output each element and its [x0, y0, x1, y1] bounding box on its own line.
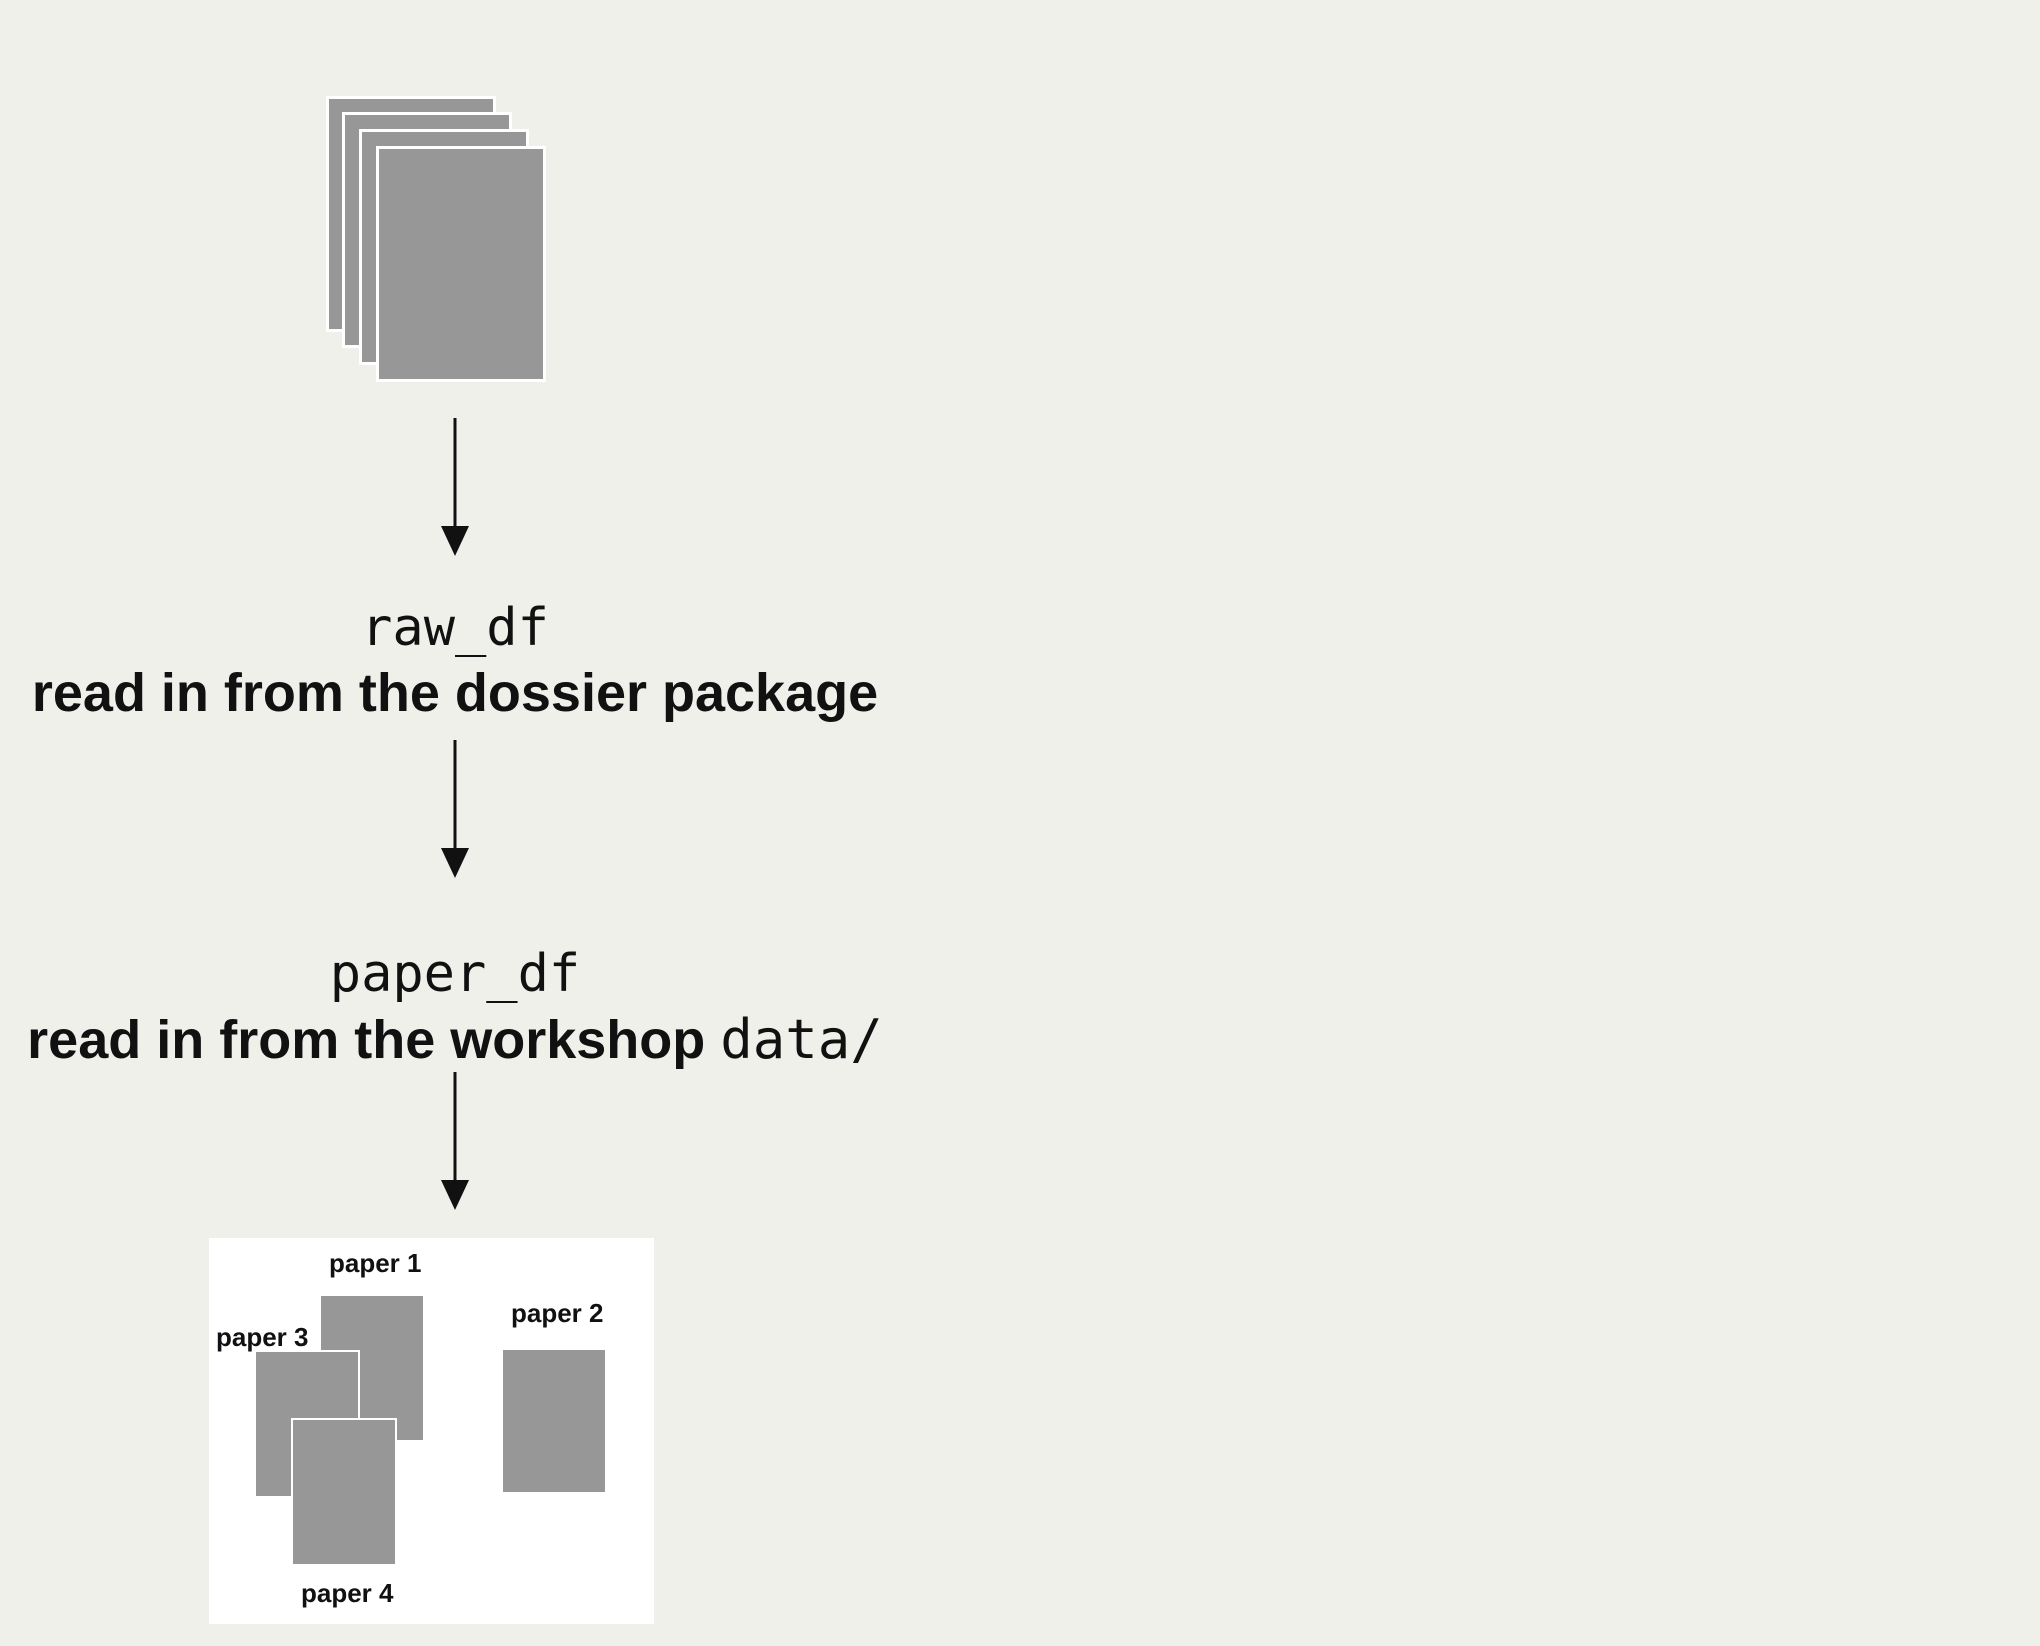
arrow-down-2 — [441, 740, 469, 878]
paper-4-sheet — [291, 1418, 397, 1566]
papers-output-panel: paper 1 paper 2 paper 3 paper 4 — [209, 1238, 654, 1624]
arrow-down-1 — [441, 418, 469, 556]
stack-sheet-4 — [376, 146, 546, 382]
paper-df-description: read in from the workshop data/ — [0, 1008, 910, 1071]
raw-df-code-label: raw_df — [361, 598, 549, 658]
arrow-down-3 — [441, 1072, 469, 1210]
document-stack-icon — [326, 96, 546, 386]
paper-df-description-text: read in from the workshop — [27, 1010, 721, 1070]
paper-4-label: paper 4 — [301, 1578, 394, 1608]
raw-df-description: read in from the dossier package — [31, 663, 879, 723]
data-folder-code: data/ — [720, 1008, 883, 1071]
paper-df-code-label: paper_df — [329, 944, 581, 1004]
paper-1-label: paper 1 — [329, 1248, 422, 1278]
paper-2-label: paper 2 — [511, 1298, 604, 1328]
paper-3-label: paper 3 — [216, 1322, 309, 1352]
paper-2-sheet — [501, 1348, 607, 1494]
